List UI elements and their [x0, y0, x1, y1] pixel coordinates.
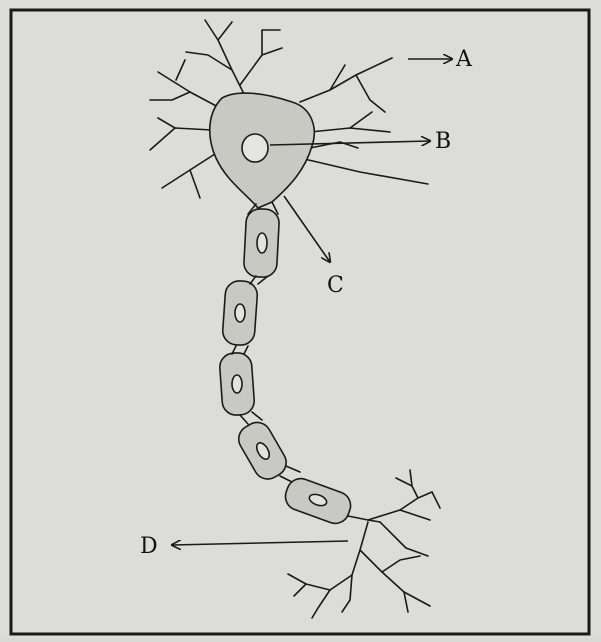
label-d: D [140, 534, 158, 559]
schwann-nucleus [235, 304, 245, 322]
schwann-nucleus [232, 375, 242, 393]
nucleus [242, 134, 268, 162]
label-a: A [455, 47, 473, 72]
label-c: C [327, 273, 344, 298]
label-b: B [435, 129, 451, 154]
schwann-nucleus [257, 233, 267, 253]
